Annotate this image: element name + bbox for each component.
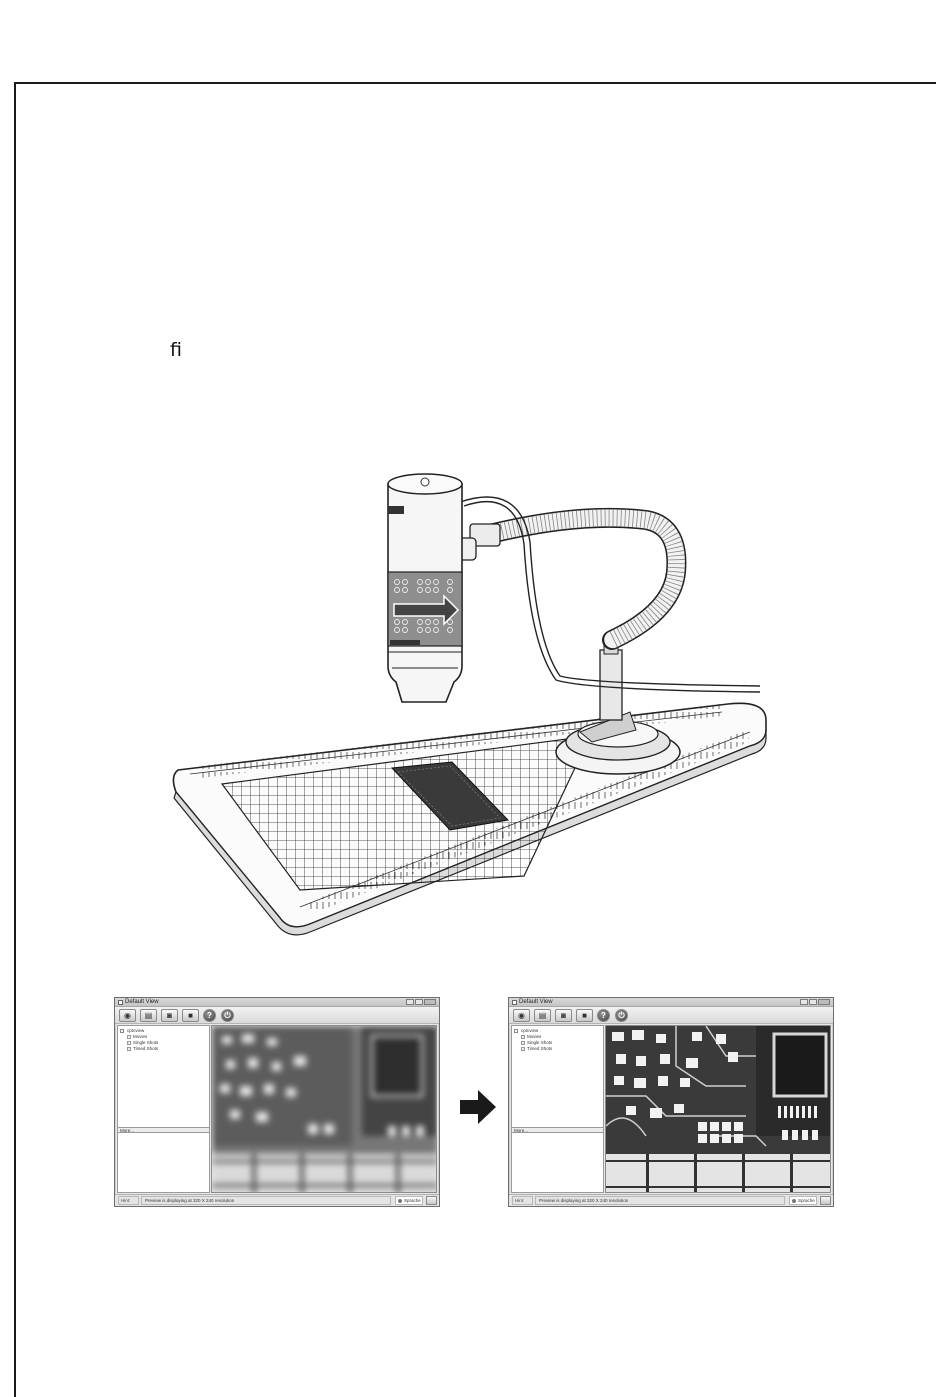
status-message: Preview is displaying at 320 X 240 resol… (535, 1196, 785, 1205)
toolbar: ◉ ▤ ◙ ■ ? ⏻ (509, 1007, 833, 1024)
toolbar: ◉ ▤ ◙ ■ ? ⏻ (115, 1007, 439, 1024)
more-bar[interactable]: More... (512, 1127, 603, 1133)
software-window-focused: Default View ◉ ▤ ◙ ■ ? ⏻ cptcview Movies… (508, 997, 834, 1207)
title-bar: Default View (509, 998, 833, 1007)
power-icon[interactable]: ⏻ (221, 1009, 234, 1022)
page-border-left (14, 82, 16, 1397)
close-button[interactable] (818, 999, 830, 1005)
page-border-top (14, 82, 936, 84)
folder-icon (127, 1035, 131, 1039)
folder-tree-panel: cptcview Movies Single Shots Timed Shots… (117, 1025, 210, 1193)
more-bar[interactable]: More... (118, 1127, 209, 1133)
app-icon (512, 1000, 517, 1005)
gooseneck-arm (436, 518, 676, 640)
camera-icon[interactable]: ◉ (119, 1009, 136, 1022)
minimize-button[interactable] (406, 999, 414, 1005)
software-window-blurred: Default View ◉ ▤ ◙ ■ ? ⏻ cptcview Movies… (114, 997, 440, 1207)
maximize-button[interactable] (415, 999, 423, 1005)
measuring-base-plate (173, 703, 766, 935)
expand-icon[interactable] (120, 1029, 124, 1033)
expand-icon[interactable] (514, 1029, 518, 1033)
preview-image-focused (605, 1025, 831, 1193)
folder-tree-panel: cptcview Movies Single Shots Timed Shots… (511, 1025, 604, 1193)
folder-icon (521, 1035, 525, 1039)
status-bar: Hint: Preview is displaying at 320 X 240… (115, 1194, 439, 1206)
film-icon[interactable]: ▤ (534, 1009, 551, 1022)
resize-grip-icon[interactable] (820, 1196, 831, 1205)
tree-item-timed-shots[interactable]: Timed Shots (514, 1046, 552, 1052)
folder-icon (127, 1041, 131, 1045)
language-select[interactable]: Sprache (395, 1196, 423, 1205)
photo-capture-icon[interactable]: ◙ (161, 1009, 178, 1022)
minimize-button[interactable] (800, 999, 808, 1005)
ligature-glyph: ﬁ (170, 338, 182, 362)
language-select[interactable]: Sprache (789, 1196, 817, 1205)
window-controls (406, 999, 436, 1005)
camera-icon[interactable]: ◉ (513, 1009, 530, 1022)
hint-label: Hint: (118, 1196, 139, 1205)
window-controls (800, 999, 830, 1005)
folder-icon (521, 1047, 525, 1051)
tree-item-timed-shots[interactable]: Timed Shots (120, 1046, 158, 1052)
title-bar: Default View (115, 998, 439, 1007)
resize-grip-icon[interactable] (426, 1196, 437, 1205)
window-title: Default View (519, 998, 553, 1007)
globe-icon (398, 1199, 402, 1203)
window-title: Default View (125, 998, 159, 1007)
folder-tree: cptcview Movies Single Shots Timed Shots (514, 1028, 552, 1052)
video-icon[interactable]: ■ (576, 1009, 593, 1022)
video-icon[interactable]: ■ (182, 1009, 199, 1022)
folder-icon (521, 1041, 525, 1045)
right-arrow-icon (460, 1088, 498, 1126)
power-icon[interactable]: ⏻ (615, 1009, 628, 1022)
help-icon[interactable]: ? (597, 1009, 610, 1022)
microscope-on-stand-illustration (160, 462, 800, 942)
globe-icon (792, 1199, 796, 1203)
suction-cup-stand (556, 640, 680, 774)
close-button[interactable] (424, 999, 436, 1005)
digital-microscope-body (388, 474, 462, 702)
folder-tree: cptcview Movies Single Shots Timed Shots (120, 1028, 158, 1052)
preview-image-blurred (211, 1025, 437, 1193)
maximize-button[interactable] (809, 999, 817, 1005)
help-icon[interactable]: ? (203, 1009, 216, 1022)
app-icon (118, 1000, 123, 1005)
folder-icon (127, 1047, 131, 1051)
film-icon[interactable]: ▤ (140, 1009, 157, 1022)
photo-capture-icon[interactable]: ◙ (555, 1009, 572, 1022)
status-bar: Hint: Preview is displaying at 320 X 240… (509, 1194, 833, 1206)
hint-label: Hint: (512, 1196, 533, 1205)
status-message: Preview is displaying at 320 X 240 resol… (141, 1196, 391, 1205)
